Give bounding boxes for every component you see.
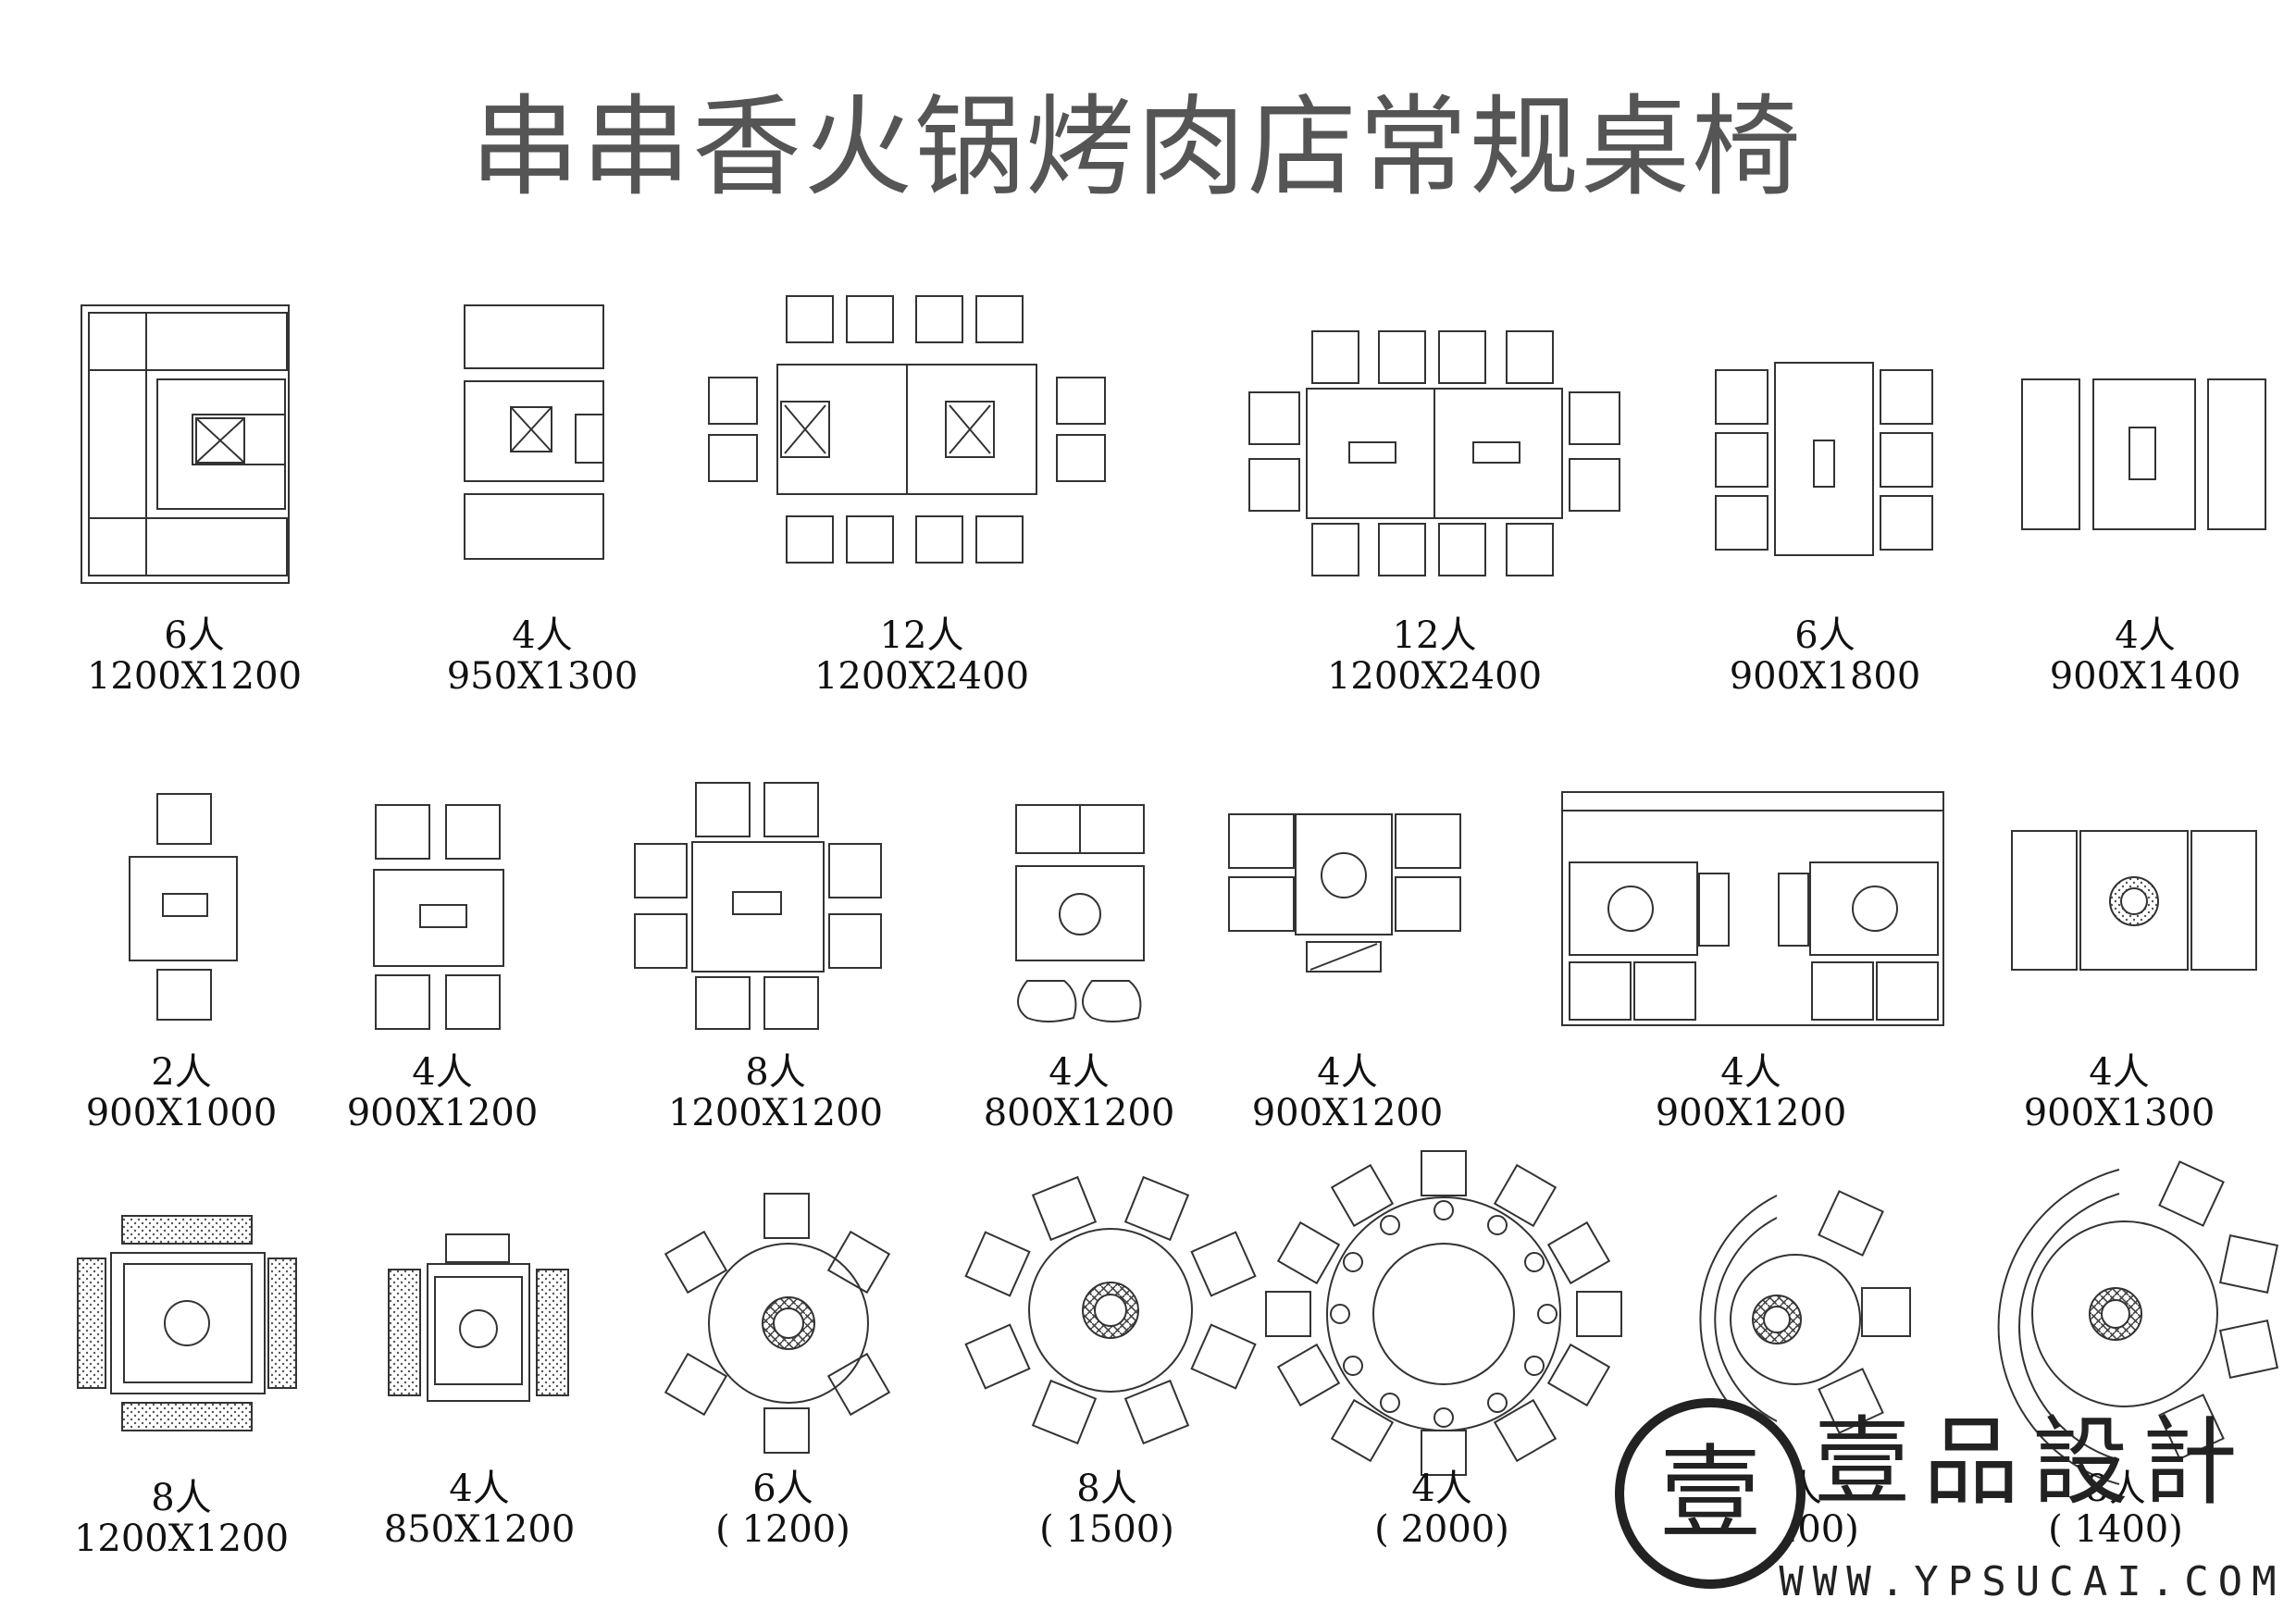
table-4p-900x1300 [2011, 830, 2257, 971]
label-size: 900X1200 [1656, 1092, 1847, 1134]
label-size: 1200X1200 [668, 1092, 883, 1134]
table-6p-round-1200 [664, 1193, 891, 1454]
label-size: 900X1300 [2024, 1092, 2215, 1134]
label-people: 4人 [512, 614, 572, 657]
label-size: 1200X1200 [74, 1518, 289, 1560]
table-4p-1400 [2021, 378, 2266, 530]
label-size: 900X1000 [86, 1092, 278, 1134]
label-people: 6人 [1794, 614, 1855, 657]
table-4p-850x1200 [388, 1233, 569, 1402]
label-people: 4人 [449, 1468, 509, 1510]
table-4p-800x1200 [1015, 804, 1145, 1022]
table-8p-square [634, 782, 882, 1030]
label-size: 1200X2400 [814, 655, 1029, 698]
label-people: 6人 [752, 1468, 813, 1510]
label-size: ( 1200) [715, 1508, 850, 1551]
page-title: 串串香火锅烤肉店常规桌椅 [470, 83, 1803, 211]
label-people: 8人 [151, 1477, 211, 1519]
label-people: 8人 [745, 1051, 805, 1094]
label-size: 1200X1200 [87, 655, 302, 698]
label-people: 4人 [1411, 1468, 1471, 1510]
label-size: 800X1200 [984, 1092, 1175, 1134]
table-6p-round-curved-sofa [1699, 1190, 1911, 1444]
table-4p-booth [464, 304, 604, 560]
label-people: 4人 [2115, 614, 2175, 657]
table-12p-plain [1248, 330, 1620, 576]
label-people: 8人 [2085, 1468, 2145, 1510]
label-people: 4人 [1049, 1051, 1109, 1094]
table-8p-benches [77, 1215, 297, 1431]
table-4p-900x1200-a [373, 804, 504, 1030]
label-people: 2人 [151, 1051, 211, 1094]
watermark-seal-char: 壹 [1659, 1434, 1761, 1553]
table-6p-l-sofa [81, 304, 290, 584]
label-people: 4人 [412, 1051, 472, 1094]
table-8p-round-curved-sofa [1997, 1160, 2279, 1485]
table-4p-double-booth [1561, 791, 1944, 1026]
label-people: 12人 [880, 614, 964, 657]
label-people: 4人 [2089, 1051, 2149, 1094]
label-size: ( 1500) [1039, 1508, 1174, 1551]
label-size: 850X1200 [384, 1508, 576, 1551]
label-size: ( 1400) [2048, 1508, 2183, 1551]
watermark-brand: 壹品設計 [1814, 1406, 2251, 1518]
table-2p [129, 793, 238, 1021]
label-size: 1200X2400 [1327, 655, 1542, 698]
watermark-seal-icon [1615, 1398, 1806, 1589]
watermark-url: WWW.YPSUCAI.COM [1779, 1558, 2285, 1605]
label-size: 900X1200 [347, 1092, 539, 1134]
label-people: 4人 [1317, 1051, 1377, 1094]
table-8p-round-1500 [964, 1175, 1257, 1445]
label-size: 950X1300 [447, 655, 639, 698]
label-people: 12人 [1393, 614, 1477, 657]
table-6p-long [1715, 362, 1933, 556]
label-people: 6人 [164, 614, 224, 657]
row-3-drawings [77, 1150, 2279, 1485]
label-size: 900X1400 [2050, 655, 2241, 698]
row-2-drawings [129, 782, 2257, 1030]
label-size: 900X1200 [1252, 1092, 1444, 1134]
watermark: 壹 壹品設計 WWW.YPSUCAI.COM [1615, 1398, 2285, 1605]
label-size: 900X1800 [1730, 655, 1921, 698]
table-12p-grill [708, 295, 1106, 564]
label-people: 4人 [1720, 1051, 1781, 1094]
table-4p-900x1200-b [1228, 813, 1461, 973]
label-people: 8人 [1076, 1468, 1136, 1510]
label-size: ( 2000) [1374, 1508, 1509, 1551]
table-round-2000 [1265, 1150, 1622, 1476]
row-1-drawings [81, 295, 2266, 584]
